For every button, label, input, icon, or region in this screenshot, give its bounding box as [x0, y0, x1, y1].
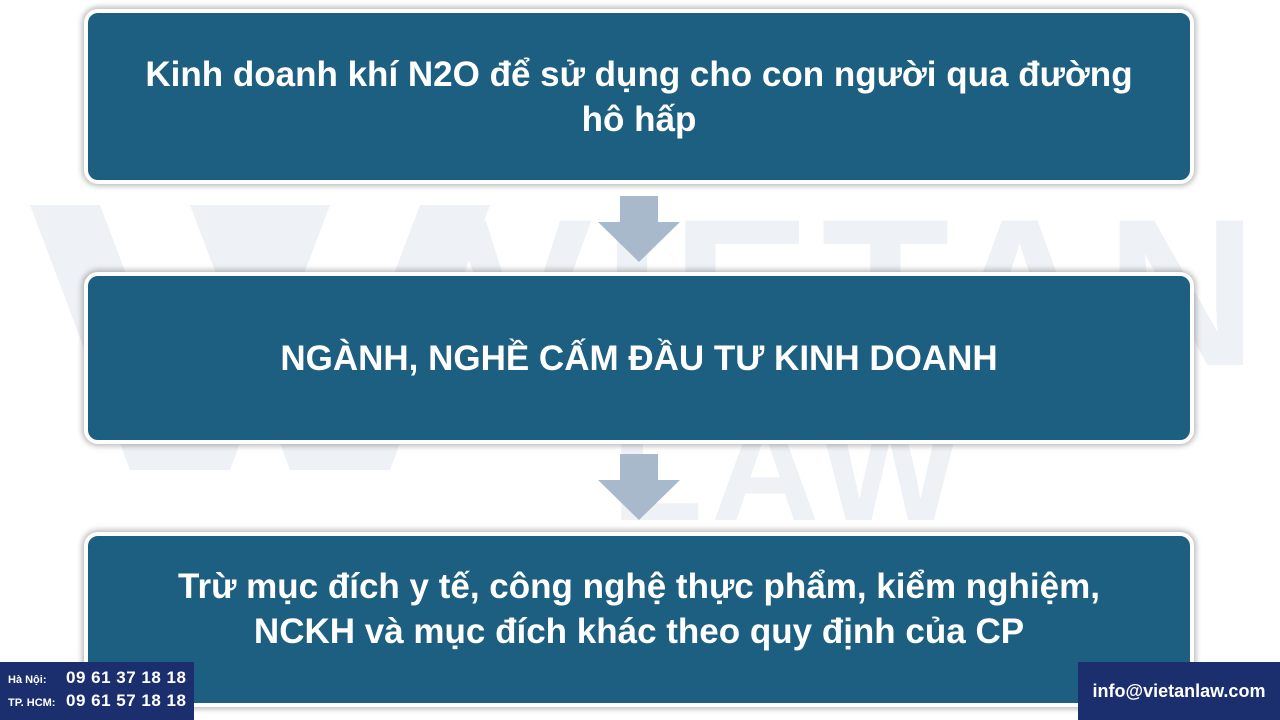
- step-2-text: NGÀNH, NGHỀ CẤM ĐẦU TƯ KINH DOANH: [280, 338, 998, 378]
- flow-step-3: Trừ mục đích y tế, công nghệ thực phẩm, …: [84, 532, 1194, 707]
- phone-contact-bar: Hà Nội: 09 61 37 18 18 TP. HCM: 09 61 57…: [0, 662, 194, 720]
- email-link[interactable]: info@vietanlaw.com: [1092, 680, 1266, 701]
- flow-step-2: NGÀNH, NGHỀ CẤM ĐẦU TƯ KINH DOANH: [84, 272, 1194, 444]
- step-1-text-line-1: Kinh doanh khí N2O để sử dụng cho con ng…: [145, 54, 1133, 94]
- email-contact-bar: info@vietanlaw.com: [1078, 662, 1280, 720]
- down-arrow-icon: [598, 196, 680, 262]
- hanoi-phone[interactable]: 09 61 37 18 18: [66, 668, 187, 687]
- step-3-text-line-1: Trừ mục đích y tế, công nghệ thực phẩm, …: [178, 566, 1100, 606]
- hcm-label: TP. HCM:: [8, 697, 56, 709]
- hanoi-label: Hà Nội:: [8, 674, 47, 686]
- down-arrow-icon: [598, 454, 680, 520]
- flow-step-1: Kinh doanh khí N2O để sử dụng cho con ng…: [84, 9, 1194, 184]
- step-1-text-line-2: hô hấp: [581, 99, 697, 139]
- hcm-phone[interactable]: 09 61 57 18 18: [66, 691, 187, 710]
- step-3-text-line-2: NCKH và mục đích khác theo quy định của …: [253, 611, 1025, 651]
